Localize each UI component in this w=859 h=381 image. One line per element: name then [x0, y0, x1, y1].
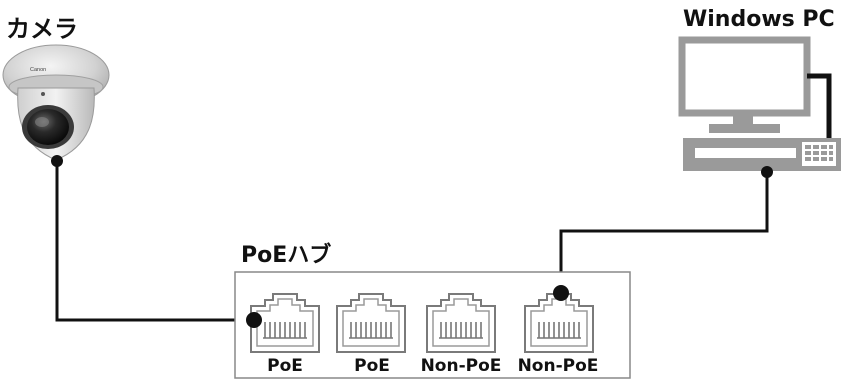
camera-icon: Canon: [2, 44, 110, 161]
camera-label: カメラ: [6, 15, 78, 43]
hub-port-3: Non-PoE: [421, 293, 502, 376]
pc-port-dot: [761, 166, 773, 178]
pc-to-hub-cable: [559, 172, 769, 292]
hub-port-1: PoE: [250, 293, 320, 376]
camera-port-dot: [51, 155, 63, 167]
camera-brand-label: Canon: [30, 67, 46, 73]
hub-port-label: Non-PoE: [421, 356, 502, 376]
pc-icon: [678, 36, 841, 171]
camera-to-hub-cable: [55, 162, 253, 322]
pc-label: Windows PC: [683, 7, 835, 32]
hub-port-label: PoE: [354, 356, 390, 376]
hub-port-2: PoE: [336, 293, 406, 376]
hub-label: PoEハブ: [241, 242, 331, 268]
hub-port-4: Non-PoE: [518, 293, 599, 376]
hub-port-label: PoE: [267, 356, 303, 376]
hub-port-label: Non-PoE: [518, 356, 599, 376]
hub-port-4-connection-dot: [553, 285, 569, 301]
hub-port-1-connection-dot: [246, 312, 262, 328]
